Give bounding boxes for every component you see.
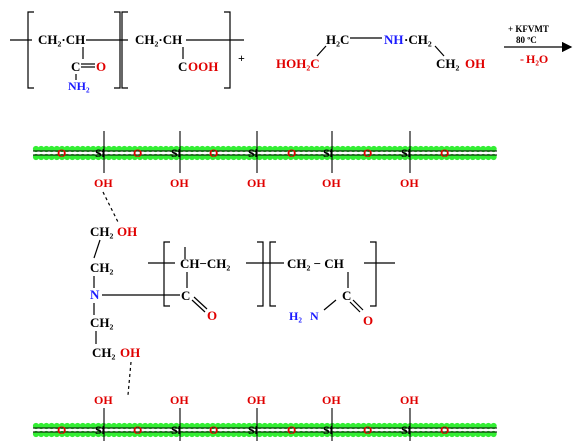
amide-h2: H₂ [289,309,302,323]
surface-o: O [133,146,142,160]
hydrogen-bond-bottom [127,361,132,396]
surface-si: Si [323,146,334,160]
surface-oh: OH [400,393,419,407]
acrylic-acid-unit: CH₂·CH C OOH [121,11,244,89]
dea-ch2oh-ch2: CH₂ [436,56,460,71]
surface-si: Si [95,423,106,437]
bracket-right [257,241,264,307]
ch2oh2-oh: OH [120,345,140,360]
bracket-left [163,241,170,307]
dea-nh: NH [384,32,404,47]
ch2-ch: CH₂ − CH [287,256,344,271]
carbonyl-o2: O [363,313,373,328]
surface-o: O [209,423,218,437]
byproduct-water: H₂O [526,52,548,66]
condition-temperature: 80 ºC [516,35,537,45]
surface-o: O [287,146,296,160]
surface-si: Si [401,423,412,437]
surface-o: O [363,423,372,437]
bracket-right [370,241,377,307]
amide-c1: C [181,288,190,303]
m2-ch2ch: CH₂·CH [135,32,182,47]
surface-o: O [440,146,449,160]
m2-c: C [178,59,187,74]
surface-oh: OH [322,176,341,190]
surface-si: Si [171,146,182,160]
surface-si: Si [95,146,106,160]
dea-hoh2c: HOH₂C [276,56,320,71]
surface-si: Si [248,146,259,160]
surface-oh: OH [247,176,266,190]
ch2-upper: CH₂ [90,260,114,275]
surface-oh: OH [94,176,113,190]
surface-si: Si [323,423,334,437]
reaction-arrow: + KFVMT 80 ºC - H₂O [504,24,573,66]
byproduct-minus: - [520,52,524,66]
dea-ch2: ·CH₂ [404,32,432,47]
surface-oh: OH [94,393,113,407]
surface-bead-band [32,145,497,161]
m1-c: C [71,59,80,74]
clay-surface-bottom: O O O O O O Si Si Si Si Si OH OH OH OH OH [32,393,497,446]
surface-o: O [57,423,66,437]
bracket-right [114,11,121,89]
bracket-right [224,11,231,89]
condition-catalyst: + KFVMT [508,24,549,34]
bracket-left [27,11,34,89]
dea-h2c: H₂C [326,32,349,47]
surface-oh: OH [400,176,419,190]
surface-o: O [363,146,372,160]
ch-ch2: CH−CH₂ [180,256,230,271]
acrylamide-unit: CH₂·CH C O NH₂ [10,11,128,93]
m2-ooh: OOH [188,59,218,74]
ch2oh2-ch2: CH₂ [92,345,116,360]
dea-ch2oh-oh: OH [465,56,485,71]
m1-ch2ch: CH₂·CH [38,32,85,47]
surface-si: Si [401,146,412,160]
ch2oh1-oh: OH [117,224,137,239]
plus-sign: + [238,51,245,65]
surface-o: O [440,423,449,437]
surface-bead-band [32,422,497,438]
m1-nh2: NH₂ [68,79,90,93]
ch2oh1-ch2: CH₂ [90,224,114,239]
surface-o: O [287,423,296,437]
carbonyl-o1: O [207,308,217,323]
ch2-lower: CH₂ [90,315,114,330]
surface-o: O [209,146,218,160]
bracket-left [121,11,128,89]
grafted-polymer: CH₂ OH CH₂ N CH₂ CH₂ OH CH−CH₂ C O CH₂ −… [90,191,395,396]
surface-si: Si [171,423,182,437]
surface-oh: OH [247,393,266,407]
surface-o: O [57,146,66,160]
bracket-left [269,241,276,307]
amine-n: N [90,287,100,302]
m1-o: O [96,59,106,74]
hydrogen-bond-top [102,191,119,223]
diethanolamine: H₂C NH ·CH₂ HOH₂C CH₂ OH [276,32,485,71]
surface-oh: OH [322,393,341,407]
amide-c2: C [342,288,351,303]
surface-si: Si [248,423,259,437]
surface-oh: OH [170,393,189,407]
surface-o: O [133,423,142,437]
surface-oh: OH [170,176,189,190]
amide-n: N [310,309,319,323]
